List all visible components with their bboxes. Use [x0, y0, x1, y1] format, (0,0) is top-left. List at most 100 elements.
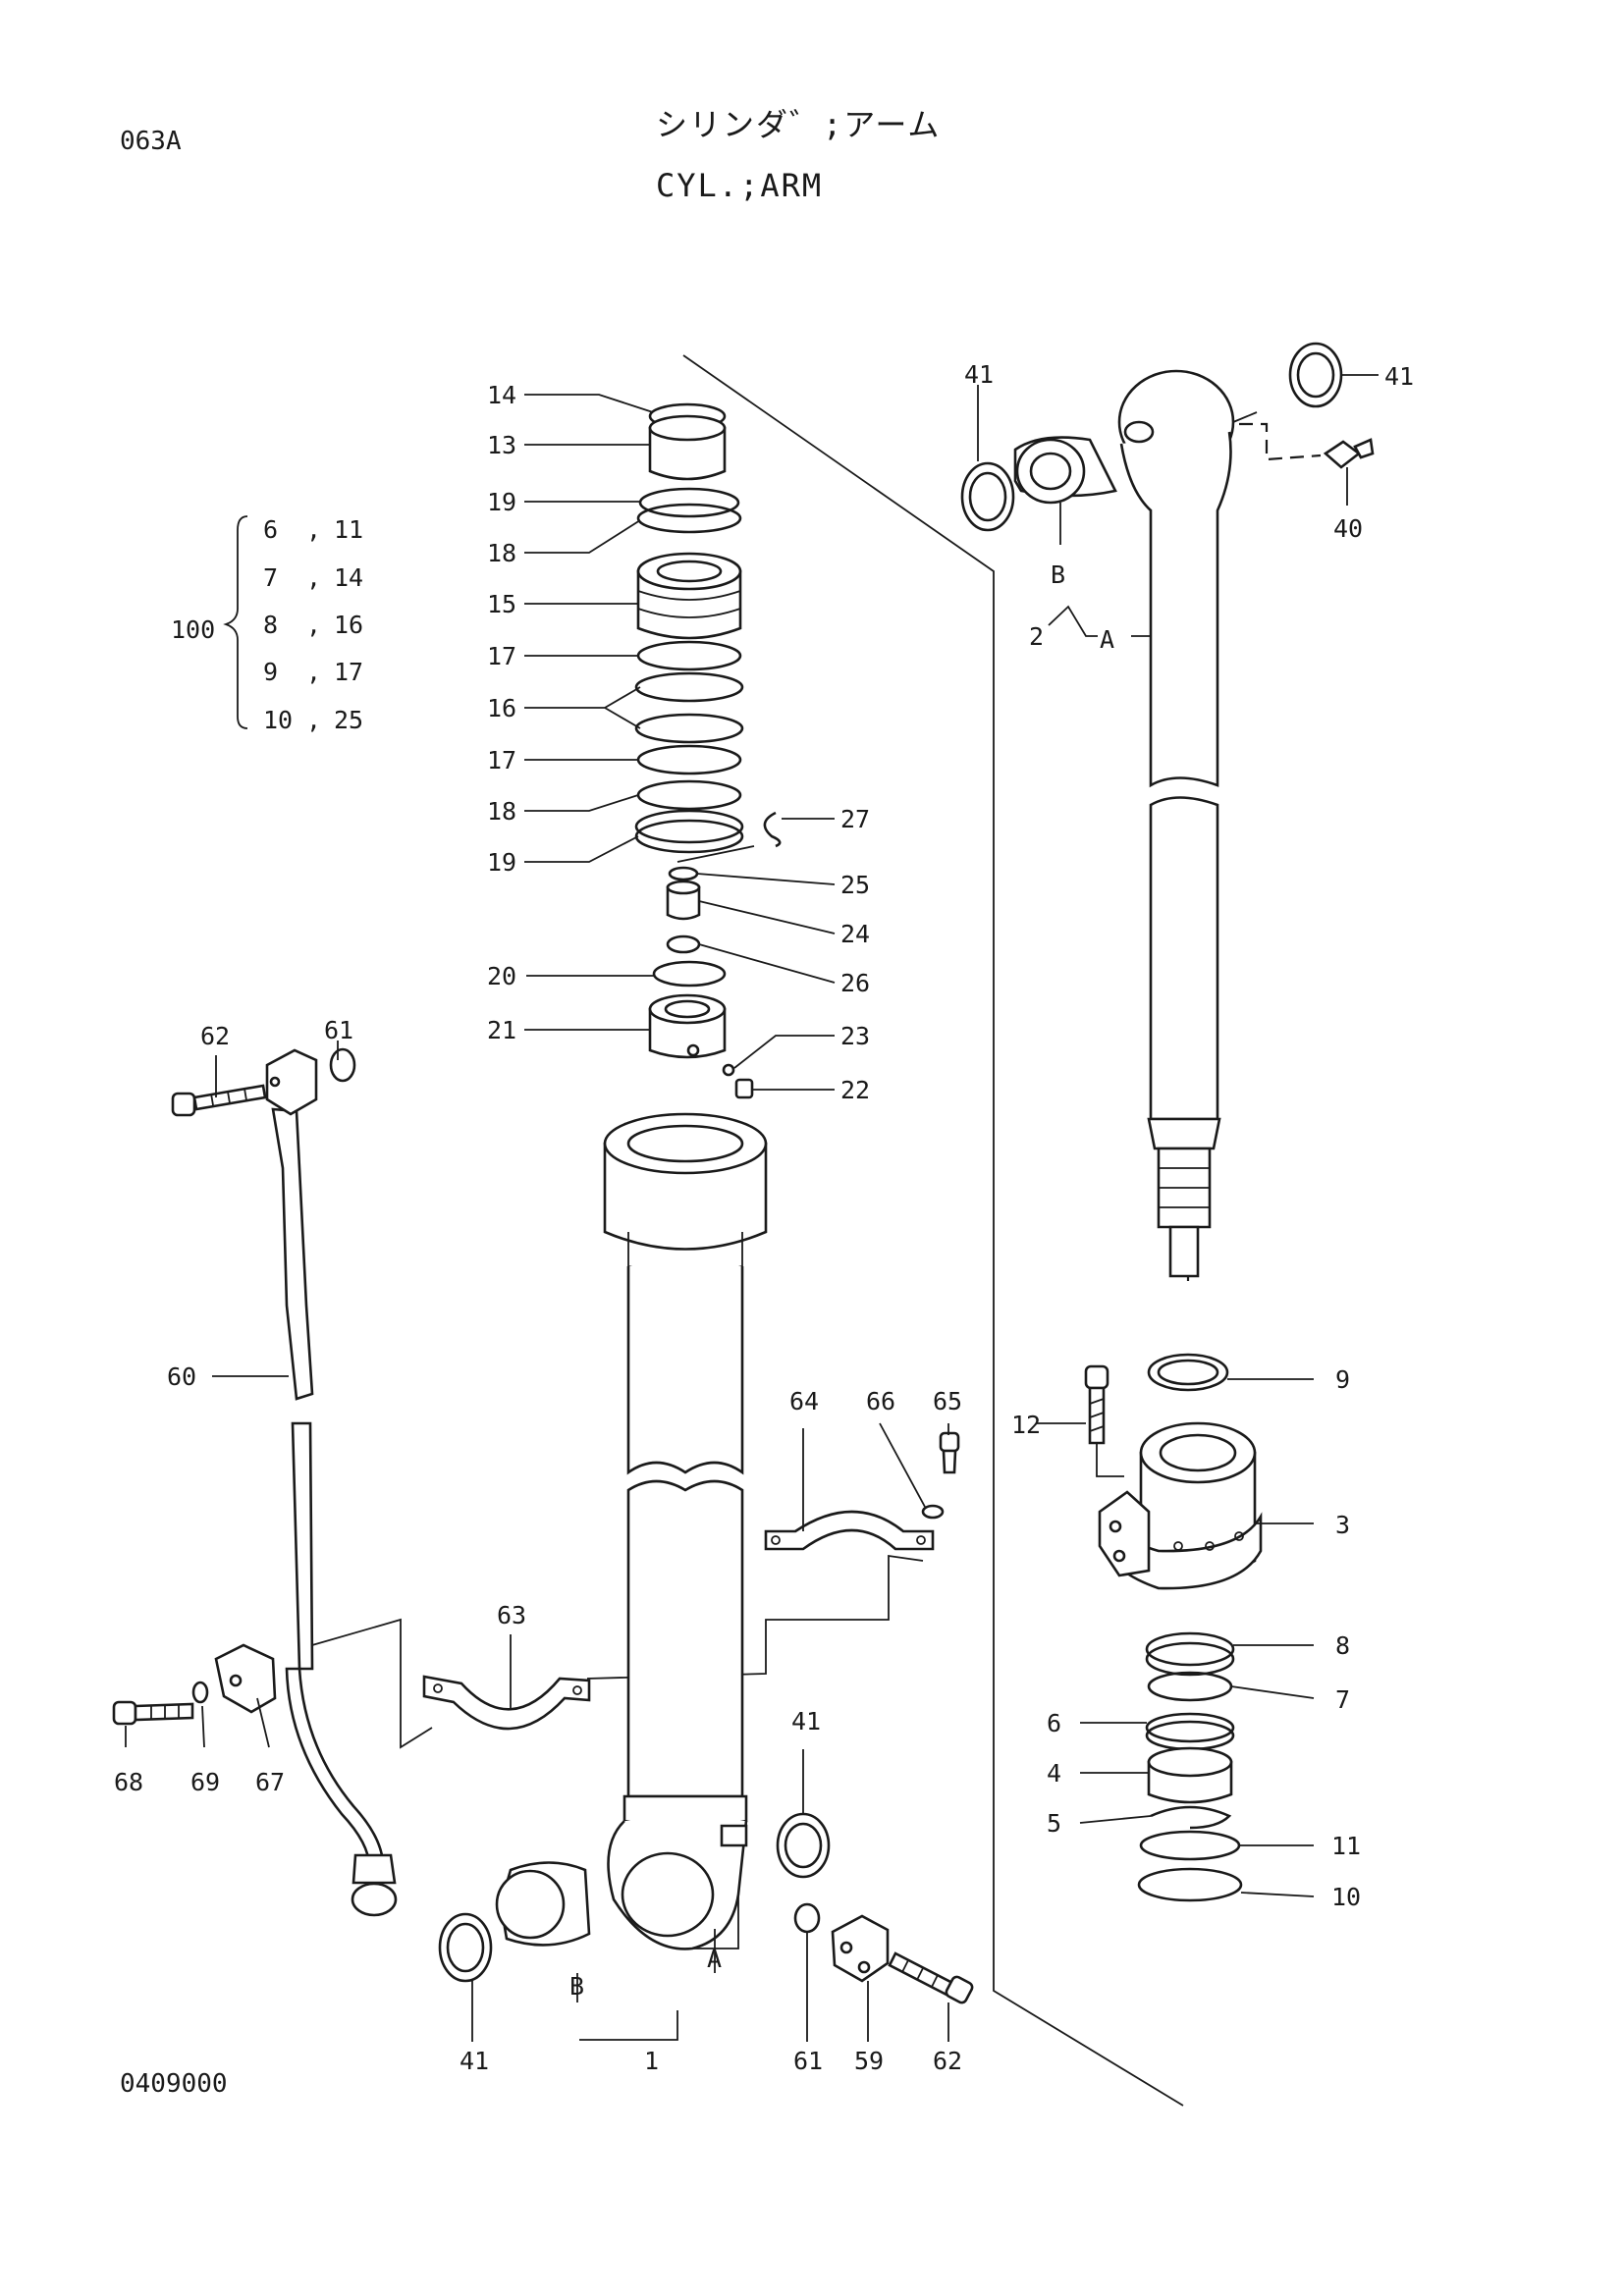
- piston-rod-2: [1117, 369, 1258, 1278]
- callout-13: 13: [487, 431, 516, 459]
- callout-17-lower: 17: [487, 746, 516, 774]
- flange-block-59: [831, 1914, 890, 1983]
- rod-cover-3: [1098, 1421, 1263, 1590]
- ball-23: [722, 1063, 735, 1077]
- o-ring-61-lower: [793, 1902, 821, 1934]
- callout-69: 69: [190, 1768, 220, 1796]
- ring-20: [652, 960, 727, 988]
- drawing-number: 0409000: [120, 2069, 228, 2099]
- bolt-68: [112, 1700, 194, 1726]
- callout-41-rod-right: 41: [1384, 362, 1414, 391]
- callout-27: 27: [840, 805, 870, 833]
- ring-19-lower: [634, 809, 744, 854]
- o-ring-61-upper: [329, 1047, 356, 1083]
- callout-68: 68: [114, 1768, 143, 1796]
- ring-18-upper: [636, 503, 742, 534]
- pipe-60: [271, 1107, 398, 1917]
- ring-17-upper: [636, 640, 742, 671]
- washer-69: [191, 1681, 209, 1704]
- callout-41-tube-right: 41: [791, 1707, 821, 1735]
- seal-41-upper-left: [960, 461, 1015, 532]
- bushing-B-lower: [495, 1861, 591, 1947]
- seal-41-lower-right: [776, 1812, 831, 1879]
- clamp-64: [764, 1510, 935, 1551]
- callout-16: 16: [487, 694, 516, 722]
- callout-B-rod: B: [1051, 561, 1065, 589]
- buffer-ring-8: [1145, 1631, 1235, 1677]
- callout-64: 64: [789, 1387, 819, 1415]
- svg-text:9: 9: [263, 658, 278, 686]
- clamp-63: [422, 1675, 591, 1731]
- seal-41-upper-right: [1288, 342, 1343, 408]
- callout-23: 23: [840, 1022, 870, 1050]
- washer-66: [921, 1504, 945, 1520]
- nut-21: [648, 993, 727, 1059]
- callout-A-rod: A: [1100, 625, 1114, 654]
- svg-text:,: ,: [306, 611, 321, 639]
- bolt-65: [939, 1431, 960, 1474]
- ring-19-upper: [638, 487, 740, 518]
- ring-17-lower: [636, 744, 742, 775]
- kit-label: 100: [171, 615, 215, 644]
- block-67: [214, 1643, 277, 1714]
- callout-40: 40: [1333, 514, 1363, 543]
- callout-10: 10: [1331, 1883, 1361, 1911]
- callout-4: 4: [1047, 1759, 1061, 1788]
- callout-61-lower: 61: [793, 2047, 823, 2075]
- callout-59: 59: [854, 2047, 884, 2075]
- callout-19-lower: 19: [487, 848, 516, 877]
- callout-22: 22: [840, 1076, 870, 1104]
- callout-66: 66: [866, 1387, 895, 1415]
- svg-text:,: ,: [306, 706, 321, 734]
- callout-20: 20: [487, 962, 516, 990]
- callout-24: 24: [840, 920, 870, 948]
- callout-labels: 14 13 19 18 15 17 16 17 18 19 27 25 24 2…: [114, 360, 1414, 2075]
- callout-12: 12: [1011, 1411, 1041, 1439]
- callout-60: 60: [167, 1362, 196, 1391]
- callout-67: 67: [255, 1768, 285, 1796]
- bushing-13: [648, 414, 727, 481]
- callout-11: 11: [1331, 1832, 1361, 1860]
- grease-fitting-40: [1323, 438, 1375, 469]
- callout-65: 65: [933, 1387, 962, 1415]
- callout-63: 63: [497, 1601, 526, 1629]
- ring-26: [666, 934, 701, 954]
- bushing-4: [1147, 1746, 1233, 1804]
- snap-ring-27: [763, 811, 782, 848]
- callout-15: 15: [487, 590, 516, 618]
- callout-A-tube: A: [707, 1945, 722, 1973]
- callout-62-upper: 62: [200, 1022, 230, 1050]
- dust-seal-9: [1147, 1353, 1229, 1392]
- callout-17: 17: [487, 642, 516, 670]
- page-code: 063A: [120, 127, 182, 156]
- set-screw-22: [734, 1078, 754, 1099]
- callout-18-lower: 18: [487, 797, 516, 826]
- callout-18: 18: [487, 539, 516, 567]
- svg-text:16: 16: [334, 611, 363, 639]
- snap-ring-5: [1150, 1805, 1232, 1830]
- callout-5: 5: [1047, 1809, 1061, 1838]
- bolt-12: [1084, 1364, 1109, 1445]
- svg-text:,: ,: [306, 515, 321, 544]
- svg-text:17: 17: [334, 658, 363, 686]
- callout-B-tube: B: [569, 1972, 584, 2001]
- backup-ring-6: [1145, 1712, 1235, 1751]
- callout-9: 9: [1335, 1365, 1350, 1394]
- bolt-62-upper: [171, 1084, 267, 1117]
- callout-8: 8: [1335, 1631, 1350, 1660]
- callout-41-rod-left: 41: [964, 360, 994, 389]
- svg-text:8: 8: [263, 611, 278, 639]
- callout-61-upper: 61: [324, 1016, 353, 1044]
- ring-18-lower: [636, 779, 742, 811]
- title-japanese: シリンダ゛;アーム: [656, 106, 941, 143]
- callout-14: 14: [487, 381, 516, 409]
- svg-text:,: ,: [306, 658, 321, 686]
- piston-15: [636, 552, 742, 640]
- seal-41-lower-left: [438, 1912, 493, 1983]
- callout-26: 26: [840, 969, 870, 997]
- svg-text:,: ,: [306, 563, 321, 592]
- callout-7: 7: [1335, 1685, 1350, 1714]
- callout-3: 3: [1335, 1511, 1350, 1539]
- callout-21: 21: [487, 1016, 516, 1044]
- collar-25: [668, 866, 699, 881]
